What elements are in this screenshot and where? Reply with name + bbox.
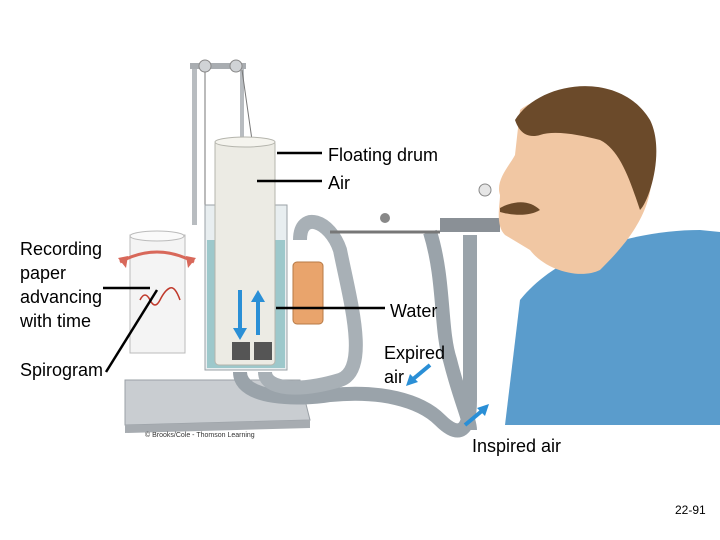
- label-water: Water: [390, 301, 438, 321]
- pulley-wheel: [198, 59, 212, 73]
- expired-arrow-shaft: [410, 363, 432, 382]
- up-arrow-icon: [251, 290, 265, 302]
- label-inspired-air: Inspired air: [472, 436, 562, 456]
- expired-arrow-icon: [406, 374, 418, 386]
- base-platform-edge: [125, 420, 310, 433]
- floating-drum-top: [214, 136, 276, 148]
- credit-line: © Brooks/Cole - Thomson Learning: [145, 432, 255, 439]
- label-air: Air: [328, 173, 350, 193]
- down-arrow-icon: [233, 328, 247, 340]
- pulley-cord-drum: [241, 69, 253, 141]
- mouthpiece: [440, 218, 500, 232]
- inspired-arrow-shaft: [463, 408, 485, 427]
- pipe-inlet-left: [232, 342, 250, 360]
- canister: [292, 261, 324, 325]
- pulley-post: [192, 65, 197, 225]
- label-recording-paper: Recording paper advancing with time: [20, 239, 103, 331]
- leader-spirogram: [104, 289, 159, 373]
- label-floating-drum: Floating drum: [328, 145, 439, 165]
- recording-drum-top: [129, 230, 185, 242]
- hose-loop: [423, 229, 477, 431]
- label-expired-air: Expired air: [384, 343, 446, 387]
- nose-clip: [478, 183, 492, 197]
- pipe-inlet-right: [254, 342, 272, 360]
- expiratory-hose: [258, 214, 363, 395]
- inspired-arrow-icon: [477, 404, 489, 416]
- hair: [515, 86, 657, 210]
- pulley-wheel-right: [229, 59, 243, 73]
- label-spirogram: Spirogram: [20, 360, 104, 380]
- shirt: [505, 230, 720, 425]
- rotation-arrow-head-left: [118, 256, 128, 268]
- mustache: [500, 202, 540, 215]
- slide-number: 22-91: [675, 503, 706, 517]
- rotation-arrow-head-right: [186, 256, 196, 268]
- valve-knob: [380, 213, 390, 223]
- pulley-bar: [190, 63, 246, 69]
- spirogram-trace: [139, 287, 181, 306]
